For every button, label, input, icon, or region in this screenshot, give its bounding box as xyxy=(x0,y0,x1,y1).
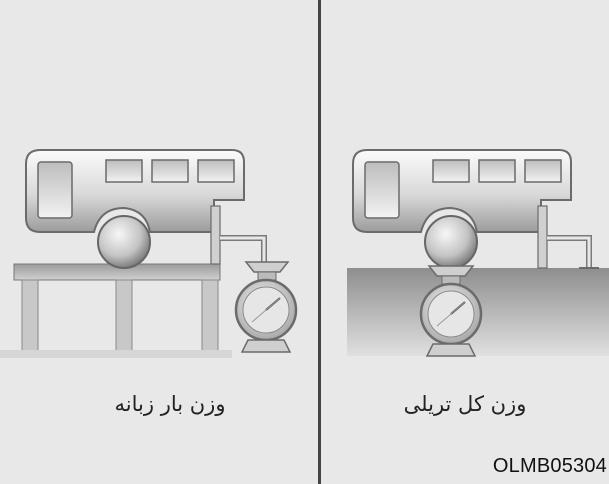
support-stand-icon xyxy=(538,206,599,268)
platform xyxy=(0,264,232,358)
gross-weight-caption: وزن کل تریلی xyxy=(321,392,609,416)
tongue-weight-panel: وزن بار زبانه xyxy=(0,0,318,484)
scale-gauge-icon xyxy=(236,262,296,352)
figure-code: OLMB05304 xyxy=(493,455,607,478)
tongue-weight-caption: وزن بار زبانه xyxy=(60,392,280,416)
trailer-icon xyxy=(26,150,264,268)
gross-weight-panel: وزن کل تریلی xyxy=(321,0,609,484)
